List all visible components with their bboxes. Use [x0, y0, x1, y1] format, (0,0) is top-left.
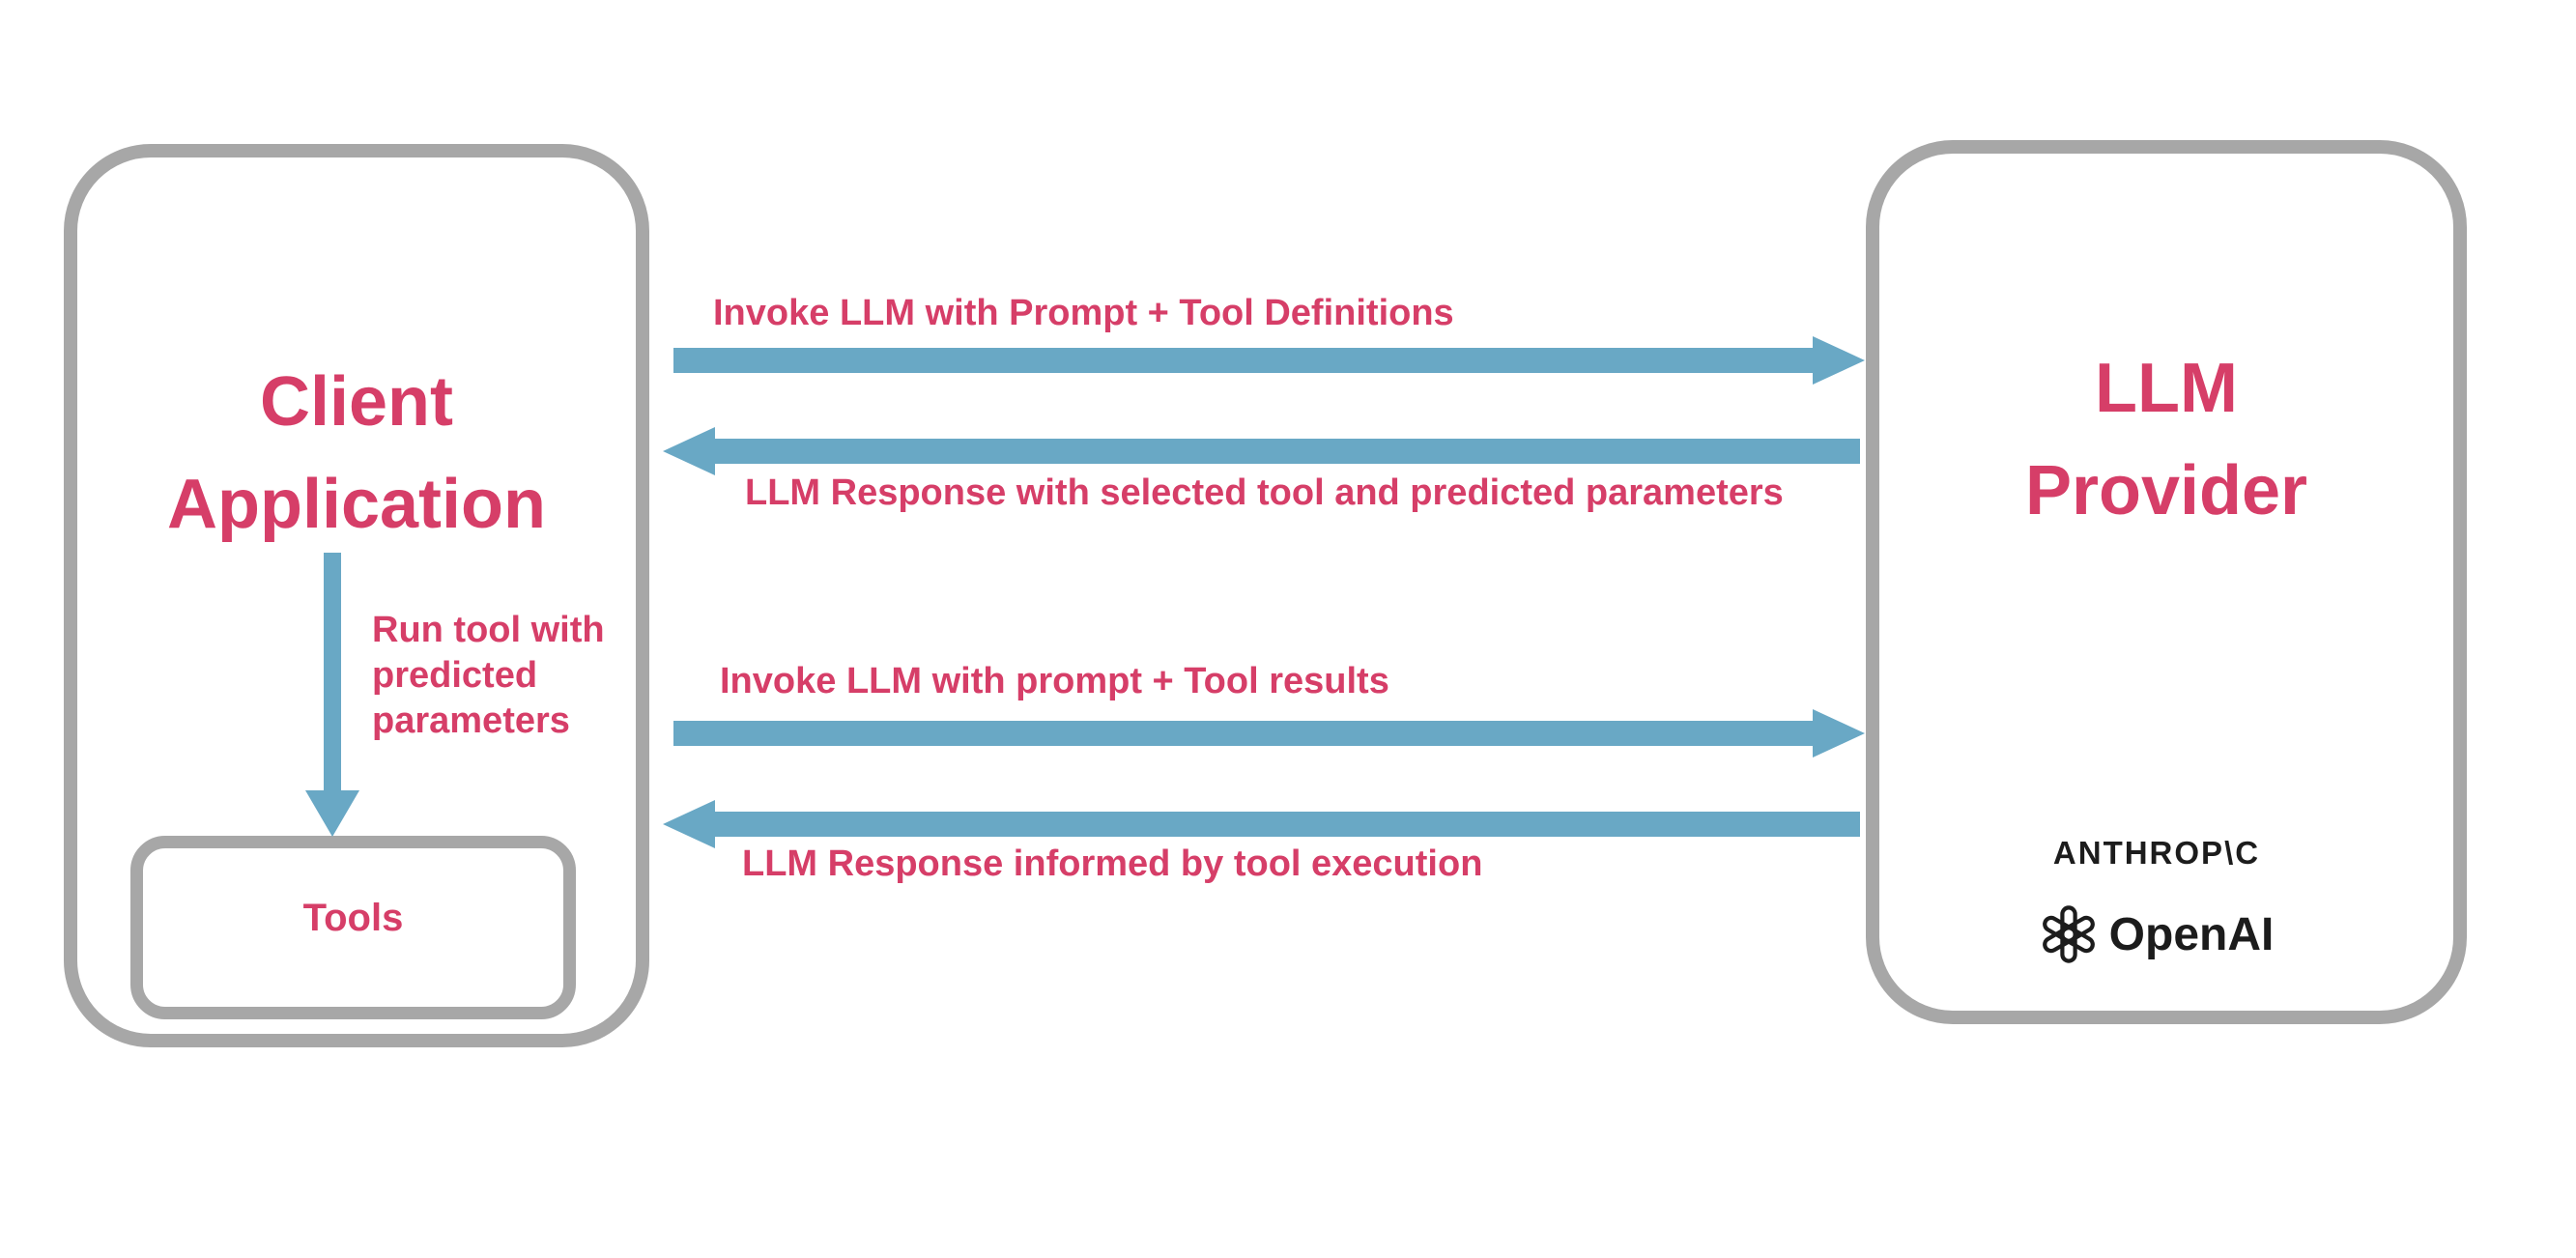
tools-box — [130, 836, 576, 1019]
arrow-invoke-results — [673, 709, 1865, 758]
arrow-down-head-icon — [305, 790, 359, 837]
client-title-line1: Client — [259, 363, 453, 441]
arrow-response-selected-tool — [663, 427, 1860, 475]
arrow-shaft — [673, 721, 1815, 746]
arrow-right-head-icon — [1813, 336, 1865, 385]
arrow-left-head-icon — [663, 427, 715, 475]
arrow-right-head-icon — [1813, 709, 1865, 758]
label-invoke-results: Invoke LLM with prompt + Tool results — [720, 661, 1389, 701]
run-tool-line2: predicted — [372, 655, 538, 696]
client-title-line2: Application — [167, 466, 546, 543]
run-tool-line3: parameters — [372, 700, 570, 741]
llm-title-line1: LLM — [2095, 350, 2238, 427]
label-response-informed: LLM Response informed by tool execution — [742, 843, 1483, 884]
arrow-shaft — [324, 553, 341, 791]
label-run-tool: Run tool with predicted parameters — [372, 608, 605, 744]
arrow-shaft — [673, 348, 1815, 373]
openai-logo: OpenAI — [1988, 904, 2326, 964]
llm-provider-box — [1866, 140, 2467, 1024]
label-response-selected-tool: LLM Response with selected tool and pred… — [745, 472, 1784, 513]
arrow-shaft — [713, 439, 1860, 464]
llm-title-line2: Provider — [2024, 452, 2308, 529]
label-invoke-definitions: Invoke LLM with Prompt + Tool Definition… — [713, 293, 1454, 333]
run-tool-line1: Run tool with — [372, 610, 605, 650]
arrow-shaft — [713, 812, 1860, 837]
client-application-title: Client Application — [64, 351, 649, 556]
arrow-run-tool — [305, 553, 359, 837]
openai-knot-icon — [2042, 905, 2095, 963]
llm-provider-title: LLM Provider — [1866, 337, 2467, 542]
arrow-response-informed — [663, 800, 1860, 848]
arrow-invoke-definitions — [673, 336, 1865, 385]
tools-label: Tools — [302, 897, 404, 939]
arrow-left-head-icon — [663, 800, 715, 848]
anthropic-logo: ANTHROP\C — [2052, 835, 2261, 871]
openai-logo-text: OpenAI — [2108, 908, 2275, 960]
